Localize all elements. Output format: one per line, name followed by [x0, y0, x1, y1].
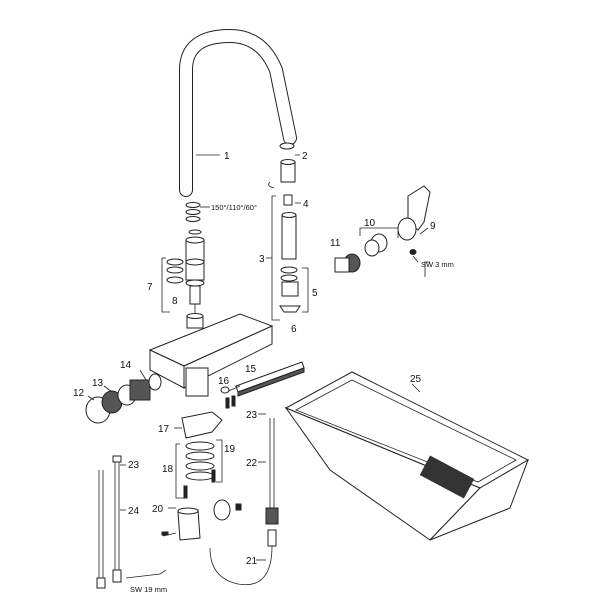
- spout-part-1: [179, 28, 297, 197]
- wrench-3-note: SW 3 mm: [421, 260, 454, 269]
- label-21: 21: [246, 556, 258, 567]
- spout-rings: [185, 202, 210, 235]
- lever-handle: [334, 185, 431, 277]
- label-13: 13: [92, 378, 104, 389]
- side-inlet: [85, 369, 162, 424]
- label-2: 2: [302, 151, 308, 162]
- wrench-19-note: SW 19 mm: [130, 585, 167, 594]
- label-19: 19: [224, 444, 236, 455]
- label-16: 16: [218, 376, 230, 387]
- shaft-assembly: [185, 236, 205, 318]
- label-17: 17: [158, 424, 170, 435]
- label-22: 22: [246, 458, 258, 469]
- label-4: 4: [303, 199, 309, 210]
- label-1: 1: [224, 151, 230, 162]
- o-ring-set-7: [161, 257, 184, 313]
- label-15: 15: [245, 364, 257, 375]
- label-9: 9: [430, 221, 436, 232]
- mounting-rail: [220, 361, 305, 409]
- hose-weight-20: [161, 499, 242, 541]
- mounting-kit: [174, 411, 223, 499]
- label-23b: 23: [128, 460, 140, 471]
- base-body: [148, 313, 274, 397]
- label-8: 8: [172, 296, 178, 307]
- label-23a: 23: [246, 410, 258, 421]
- label-10: 10: [364, 218, 376, 229]
- sink-tray-25: [284, 371, 530, 541]
- label-18: 18: [162, 464, 174, 475]
- supply-hoses: [96, 455, 167, 589]
- pullout-hose: [209, 413, 279, 586]
- cartridge-column: [266, 142, 309, 321]
- label-6: 6: [291, 324, 297, 335]
- label-14: 14: [120, 360, 132, 371]
- label-3: 3: [259, 254, 265, 265]
- label-11: 11: [330, 238, 341, 249]
- label-24: 24: [128, 506, 140, 517]
- angles-note: 150°/110°/60°: [211, 203, 257, 212]
- label-12: 12: [73, 388, 85, 399]
- label-7: 7: [147, 282, 153, 293]
- label-25: 25: [410, 374, 422, 385]
- label-5: 5: [312, 288, 318, 299]
- label-20: 20: [152, 504, 164, 515]
